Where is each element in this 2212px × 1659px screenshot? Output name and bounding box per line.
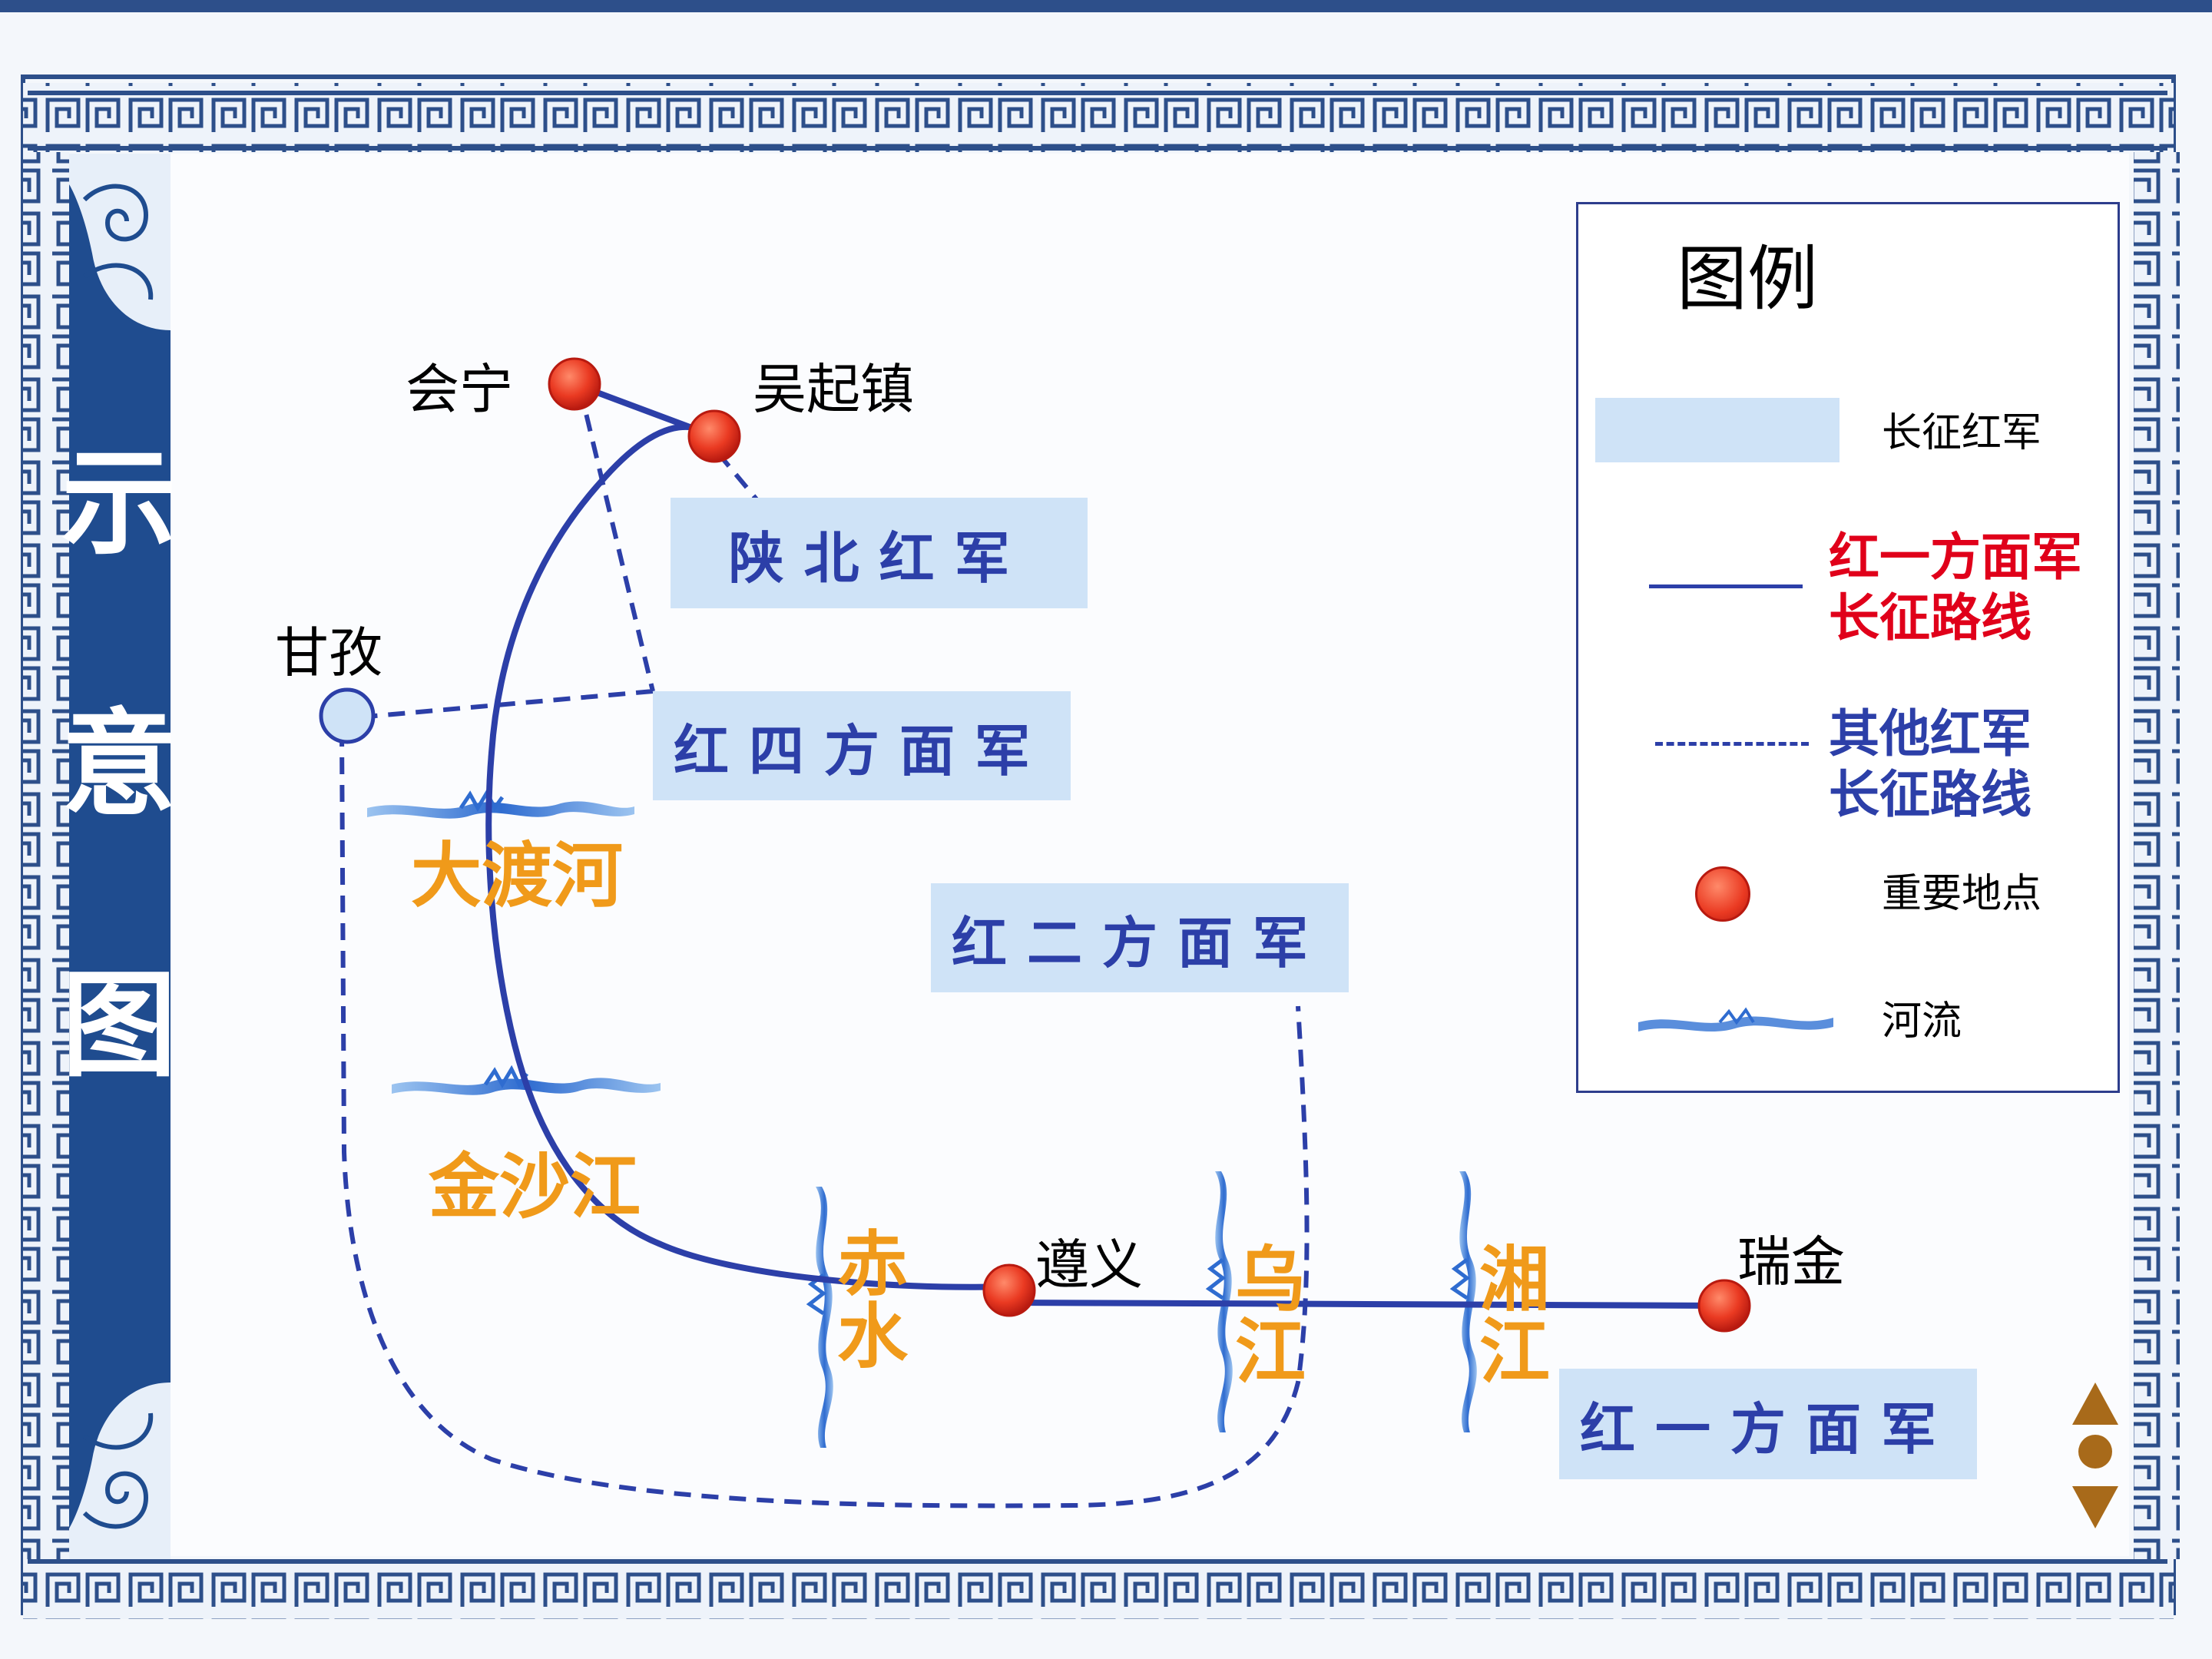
title-char-1: 示 <box>61 435 177 571</box>
place-zunyi: 遵义 <box>1035 1233 1143 1296</box>
legend-label-other-route: 其他红军长征路线 <box>1829 704 2032 825</box>
place-wuqizhen: 吴起镇 <box>753 358 914 421</box>
slide-title: 示 意 图 <box>61 435 177 1229</box>
river-label-dadu: 大渡河 <box>411 835 624 917</box>
army-box-second: 红二方面军 <box>931 883 1349 992</box>
legend-label-first-route: 红一方面军长征路线 <box>1829 528 2082 648</box>
legend-label-river: 河流 <box>1882 998 1962 1045</box>
title-char-2: 意 <box>61 697 177 832</box>
place-ganzi: 甘孜 <box>275 621 382 684</box>
top-bar <box>0 0 2212 12</box>
shaanbei-link <box>716 452 759 501</box>
legend-river-icon <box>1638 1007 1833 1031</box>
army-box-first: 红一方面军 <box>1559 1369 1977 1479</box>
site-ganzi-dot <box>319 687 376 744</box>
legend-dot-symbol <box>1695 866 1750 922</box>
army-box-fourth: 红四方面军 <box>653 691 1071 800</box>
site-huining-dot <box>548 357 601 411</box>
river-dadu-icon <box>367 788 634 819</box>
nav-arrows[interactable] <box>2072 1382 2118 1528</box>
site-zunyi-dot <box>982 1263 1036 1317</box>
legend-panel: 图例 长征红军 红一方面军长征路线 其他红军长征路线 重要地点 河流 <box>1576 202 2120 1093</box>
title-banner <box>69 154 171 1559</box>
river-label-wujiang: 乌江 <box>1235 1239 1306 1393</box>
legend-dashed-line <box>1655 742 1809 746</box>
legend-title: 图例 <box>1677 238 1819 320</box>
legend-label-army: 长征红军 <box>1882 410 2042 456</box>
army-box-shaanbei: 陕北红军 <box>671 498 1088 608</box>
river-label-jinsha: 金沙江 <box>429 1146 641 1228</box>
river-label-chishui: 赤水 <box>837 1224 909 1378</box>
fourth-army-route <box>339 387 1310 1508</box>
river-label-xiangjiang: 湘江 <box>1479 1239 1551 1393</box>
place-ruijin: 瑞金 <box>1737 1230 1845 1293</box>
title-char-3: 图 <box>61 958 177 1093</box>
site-ruijin-dot <box>1697 1279 1751 1333</box>
legend-box-symbol <box>1595 398 1839 462</box>
place-huining: 会宁 <box>406 358 513 421</box>
legend-label-site: 重要地点 <box>1882 871 2042 917</box>
first-army-route <box>485 381 1725 1309</box>
site-wuqizhen-dot <box>687 409 741 463</box>
legend-solid-line <box>1649 584 1803 588</box>
